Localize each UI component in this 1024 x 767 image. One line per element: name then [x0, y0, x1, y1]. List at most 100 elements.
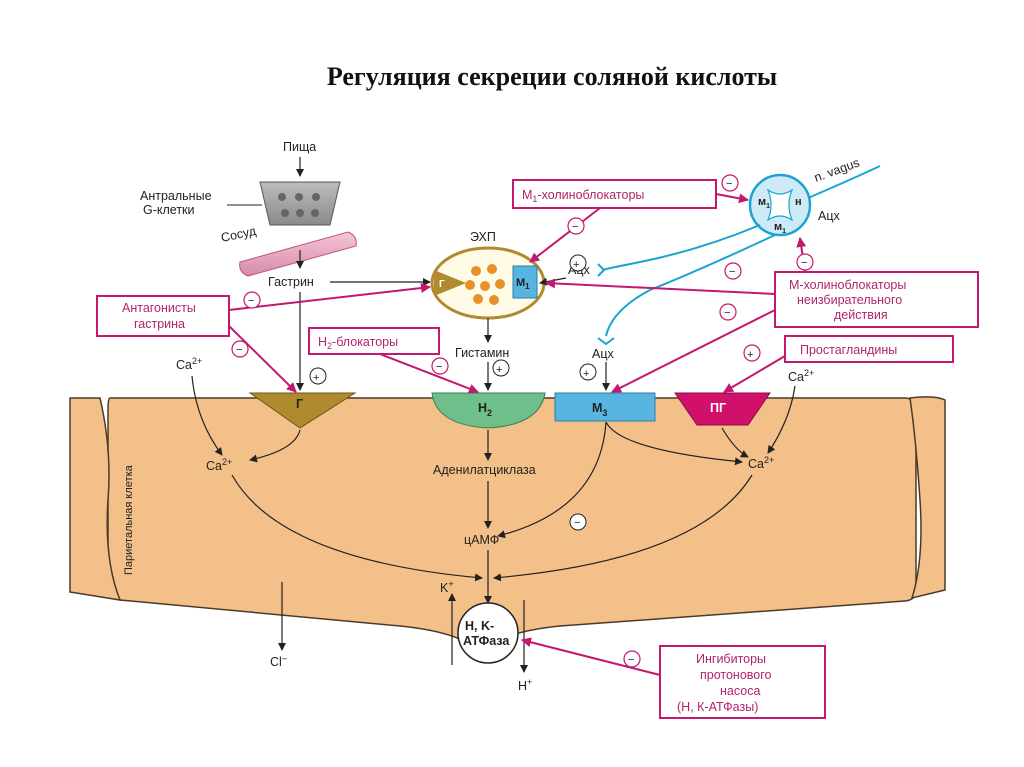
m1-blockers-to-ganglion: [715, 193, 749, 204]
ca-right-out: Ca2+: [788, 368, 814, 384]
m-nonselective-box: [774, 271, 979, 328]
receptor-g: [248, 392, 357, 429]
nonselective-to-m3: [611, 309, 776, 393]
gastrin-antagonists-text-1: Антагонисты: [122, 301, 196, 315]
h2-blockers-to-h2: [379, 353, 479, 394]
parietal-cell-label: Париетальная клетка: [123, 464, 135, 575]
minus-nonsel-b-text: −: [729, 266, 735, 278]
ecl-m1-receptor: [512, 265, 538, 299]
plus-pg-text: +: [747, 349, 753, 361]
ganglion-cell: [766, 188, 794, 222]
minus-m1-b-text: −: [572, 221, 578, 233]
ca-right-entry: [767, 385, 796, 454]
proton-pump-label-2: АТФаза: [463, 634, 510, 648]
ecl-g-label: Г: [439, 279, 445, 290]
receptor-pg: [674, 392, 771, 426]
proton-pump-label-1: H, K-: [465, 619, 494, 633]
minus-m1-a-text: −: [726, 178, 732, 190]
cl-ion-label: Cl–: [270, 653, 287, 669]
ppi-text-2: протонового: [700, 668, 772, 682]
svg-text:+: +: [313, 372, 319, 384]
nonselective-to-ecl: [545, 278, 776, 295]
minus-nonsel-c: [719, 303, 737, 321]
antral-g-cells: [259, 181, 341, 226]
ca-right-to-pump: [493, 474, 753, 582]
parietal-synapse: [597, 337, 615, 346]
plus-pg: [743, 344, 761, 362]
ganglion-ach-label: Ацх: [818, 209, 840, 223]
svg-text:+: +: [583, 368, 589, 380]
ganglion-m1-bottom: м1: [774, 221, 786, 235]
gastrin-antagonists-text-2: гастрина: [134, 317, 185, 331]
plus-signs: + + + +: [309, 254, 597, 385]
m-nonselective-text-2: неизбирательного: [797, 293, 902, 307]
camp-label: цАМФ: [464, 533, 499, 547]
parietal-ach-label: Ацх: [592, 347, 614, 361]
prostaglandins-to-pg: [723, 355, 786, 393]
vagus-nerve: [807, 165, 881, 199]
ecl-synapse: [597, 263, 606, 277]
h2-blockers-box: [308, 327, 440, 355]
m1-blockers-box: [512, 179, 717, 209]
ppi-text-4: (Н, К-АТФазы): [677, 700, 758, 714]
ppi-text-3: насоса: [720, 684, 760, 698]
antral-label-1: Антральные: [140, 189, 212, 203]
proton-pump: [457, 602, 519, 664]
ca-left-out: Ca2+: [176, 356, 202, 372]
pg-to-ca-right: [721, 427, 749, 458]
k-ion-label: K+: [440, 579, 454, 595]
receptor-h2: [431, 392, 546, 429]
minus-nonsel-a: [796, 253, 814, 271]
ac-minus-text: −: [574, 517, 580, 529]
ecl-label: ЭХП: [470, 230, 496, 244]
gastrin-antagonists-box: [96, 295, 230, 337]
ganglion-n: н: [795, 196, 802, 208]
minus-ppi-text: −: [628, 654, 634, 666]
ac-minus-sign: [569, 513, 587, 531]
vagus-fiber-to-ecl: [601, 224, 761, 271]
prostaglandins-box: [784, 335, 954, 363]
minus-nonsel-c-text: −: [724, 307, 730, 319]
svg-text:+: +: [496, 364, 502, 376]
ca-left-to-pump: [231, 474, 483, 582]
minus-nonsel-a-text: −: [801, 257, 807, 269]
ecl-m1-label: М1: [516, 277, 530, 291]
minus-antagonists-b-text: −: [236, 344, 242, 356]
receptor-pg-label: ПГ: [710, 401, 726, 415]
m3-to-ca-right: [605, 421, 743, 466]
antral-granules: [278, 193, 320, 217]
receptor-m3-label: М3: [592, 401, 607, 418]
ecl-g-receptor: [434, 270, 466, 296]
minus-antagonists-a-text: −: [248, 295, 254, 307]
h2-blockers-text: Н2-блокаторы: [318, 335, 398, 351]
receptor-m3: [554, 392, 656, 422]
ecl-granules: [465, 264, 505, 305]
histamine-label: Гистамин: [455, 346, 509, 360]
right-neighbour-cell: [909, 396, 946, 600]
m-nonselective-text-1: М-холиноблокаторы: [789, 278, 906, 292]
ca-left-in: Ca2+: [206, 457, 232, 473]
ca-left-entry: [191, 375, 223, 456]
minus-nonsel-b: [724, 262, 742, 280]
minus-m1-b: [567, 217, 585, 235]
vessel-label: Сосуд: [220, 224, 258, 245]
parietal-cell: [107, 397, 917, 645]
blood-vessel: [239, 231, 357, 277]
gastrin-label: Гастрин: [268, 275, 314, 289]
m3-to-ac-inhibition: [497, 421, 607, 539]
minus-h2: [431, 357, 449, 375]
slide-title: Регуляция секреции соляной кислоты: [326, 62, 778, 91]
minus-h2-text: −: [436, 361, 442, 373]
ppi-box: [659, 645, 826, 719]
ppi-text-1: Ингибиторы: [696, 652, 766, 666]
antral-label-2: G-клетки: [143, 203, 195, 217]
svg-text:+: +: [573, 259, 579, 271]
g-to-ca-left: [249, 429, 301, 463]
minus-ppi: [623, 650, 641, 668]
m-nonselective-text-3: действия: [834, 308, 888, 322]
minus-m1-a: [721, 174, 739, 192]
vagus-label: n. vagus: [812, 155, 861, 184]
minus-antagonists-b: [231, 340, 249, 358]
minus-antagonists-a: [243, 291, 261, 309]
